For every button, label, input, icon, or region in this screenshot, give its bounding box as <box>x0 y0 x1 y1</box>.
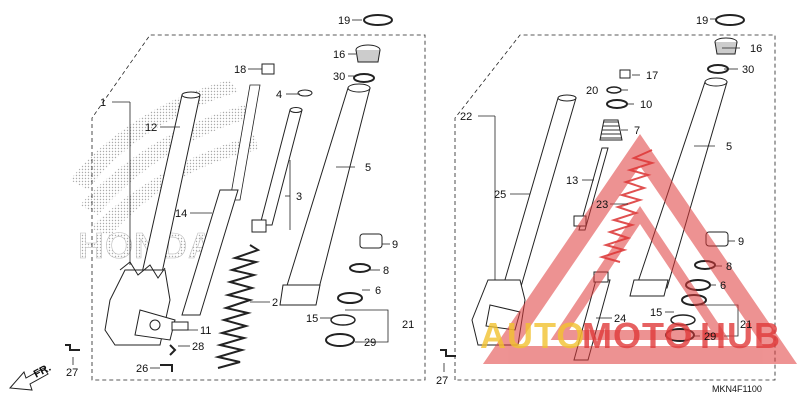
callout-l2: 2 <box>272 297 278 309</box>
callout-l12: 12 <box>145 122 157 134</box>
callout-r22: 22 <box>460 111 472 123</box>
arrow-icon <box>8 367 49 391</box>
left-nut-18 <box>261 63 275 75</box>
right-spring-seat-7 <box>599 119 623 141</box>
callout-l27: 27 <box>66 367 78 379</box>
callout-r25: 25 <box>494 189 506 201</box>
right-cap-16 <box>714 37 738 55</box>
left-bolt-26 <box>160 364 173 372</box>
callout-r17: 17 <box>646 70 658 82</box>
callout-r10: 10 <box>640 99 652 111</box>
right-washer-10 <box>606 99 628 109</box>
left-outer-tube-5 <box>279 83 371 306</box>
callout-l26: 26 <box>136 363 148 375</box>
callout-r13: 13 <box>566 175 578 187</box>
callout-r21: 21 <box>740 319 752 331</box>
left-cap-16 <box>355 44 381 63</box>
left-bolt-27 <box>65 344 80 351</box>
callout-r5: 5 <box>726 141 732 153</box>
watermark-text-hub: HUB <box>700 315 781 356</box>
callout-r20: 20 <box>586 85 598 97</box>
diagram-code: MKN4F1100 <box>712 384 762 394</box>
watermark-text-moto: MOTO <box>582 315 693 356</box>
callout-l19: 19 <box>338 15 350 27</box>
callout-r6: 6 <box>720 280 726 292</box>
watermark-triangle <box>482 134 798 364</box>
left-fork-slider-bottom <box>104 261 176 346</box>
left-washer-4 <box>297 89 313 97</box>
callout-r19: 19 <box>696 15 708 27</box>
callout-r9: 9 <box>738 236 744 248</box>
callout-l16: 16 <box>333 49 345 61</box>
direction-label: FR. <box>32 362 53 381</box>
callout-l5: 5 <box>365 162 371 174</box>
callout-r8: 8 <box>726 261 732 273</box>
left-screw-28 <box>169 344 177 356</box>
left-spring-2 <box>214 244 261 369</box>
right-nut-17 <box>619 69 631 79</box>
left-oring-30 <box>353 73 375 83</box>
callout-l6: 6 <box>375 285 381 297</box>
callout-r15: 15 <box>650 307 662 319</box>
callout-r29: 29 <box>704 331 716 343</box>
callout-l21: 21 <box>402 319 414 331</box>
left-leader-lines <box>72 19 390 369</box>
callout-r24: 24 <box>614 313 626 325</box>
callout-l3: 3 <box>296 191 302 203</box>
left-damper-rod-14 <box>171 84 261 331</box>
callout-r27: 27 <box>436 375 448 387</box>
watermark-text-auto: AUTO <box>480 315 585 356</box>
automotohub-watermark <box>482 134 798 364</box>
watermark-inner-triangle <box>550 205 730 340</box>
right-bolt-27 <box>440 349 456 357</box>
callout-r23: 23 <box>596 199 608 211</box>
callout-l8: 8 <box>383 265 389 277</box>
right-oring-19 <box>715 14 745 26</box>
right-clip-20 <box>606 86 622 94</box>
left-assembly-box <box>91 34 426 381</box>
left-collar-3 <box>251 107 303 233</box>
right-inner-tube-25 <box>501 94 577 291</box>
callout-r16: 16 <box>750 43 762 55</box>
callout-l29: 29 <box>364 337 376 349</box>
callout-r7: 7 <box>634 125 640 137</box>
callout-l14: 14 <box>175 208 187 220</box>
callout-l18: 18 <box>234 64 246 76</box>
watermark-text: AUTO MOTO HUB <box>480 315 781 356</box>
callout-r30: 30 <box>742 64 754 76</box>
callout-l15: 15 <box>306 313 318 325</box>
left-oring-19 <box>363 14 393 26</box>
honda-logo-text: HONDA <box>78 225 215 266</box>
front-direction-arrow: FR. <box>8 362 53 391</box>
callout-l28: 28 <box>192 341 204 353</box>
left-bushings-6-8-9 <box>325 233 383 347</box>
callout-l4: 4 <box>276 89 282 101</box>
callout-l9: 9 <box>392 239 398 251</box>
right-assembly-box <box>454 34 776 381</box>
callout-l11: 11 <box>200 325 211 337</box>
callout-l1: 1 <box>100 97 106 109</box>
callout-l30: 30 <box>333 71 345 83</box>
